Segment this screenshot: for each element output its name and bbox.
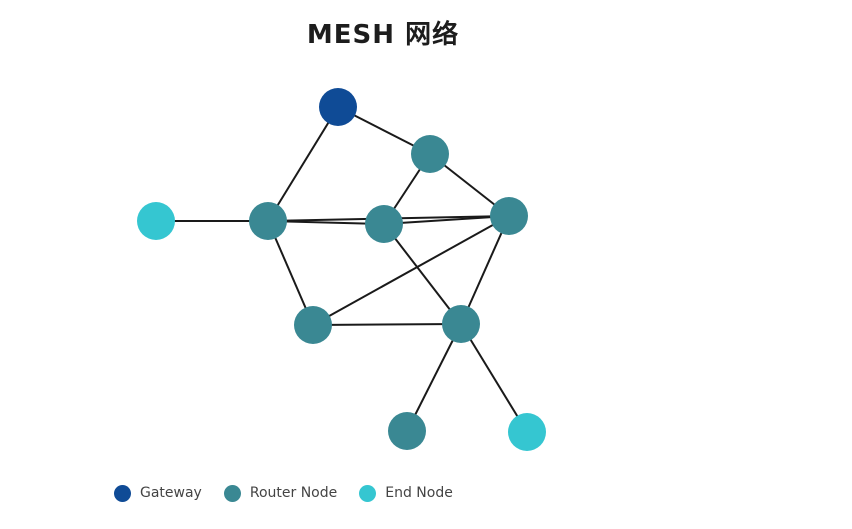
edge-r4-r6 [460, 215, 510, 325]
router-node-r1 [411, 135, 449, 173]
legend-item-end: End Node [359, 484, 453, 502]
router-node-r5 [294, 306, 332, 344]
end-node-e1 [137, 202, 175, 240]
legend-item-router: Router Node [223, 484, 338, 502]
edge-r4-r5 [312, 215, 510, 326]
edge-gw-r2 [267, 106, 339, 222]
legend: Gateway Router Node End Node [114, 482, 453, 504]
diagram-title: MESH 网络 [306, 20, 460, 50]
legend-swatch-gateway [114, 484, 131, 502]
legend-swatch-router [223, 484, 241, 502]
gateway-node-gw [319, 88, 357, 126]
edge-r5-r6 [312, 323, 462, 326]
end-node-e2 [508, 413, 546, 451]
legend-label-gateway: Gateway [140, 485, 202, 501]
router-node-r4 [490, 197, 528, 235]
router-node-r7 [388, 412, 426, 450]
legend-item-gateway: Gateway [114, 484, 202, 502]
legend-label-end: End Node [385, 485, 453, 501]
edges-layer [156, 106, 528, 433]
edge-r6-e2 [460, 323, 528, 433]
legend-swatch-end [359, 484, 377, 502]
edge-r3-r4 [383, 215, 510, 225]
nodes-layer [137, 88, 546, 451]
edge-r6-r7 [406, 323, 462, 432]
router-node-r6 [442, 305, 480, 343]
router-node-r2 [249, 202, 287, 240]
router-node-r3 [365, 205, 403, 243]
legend-label-router: Router Node [249, 485, 338, 501]
edge-r3-r6 [383, 223, 462, 325]
